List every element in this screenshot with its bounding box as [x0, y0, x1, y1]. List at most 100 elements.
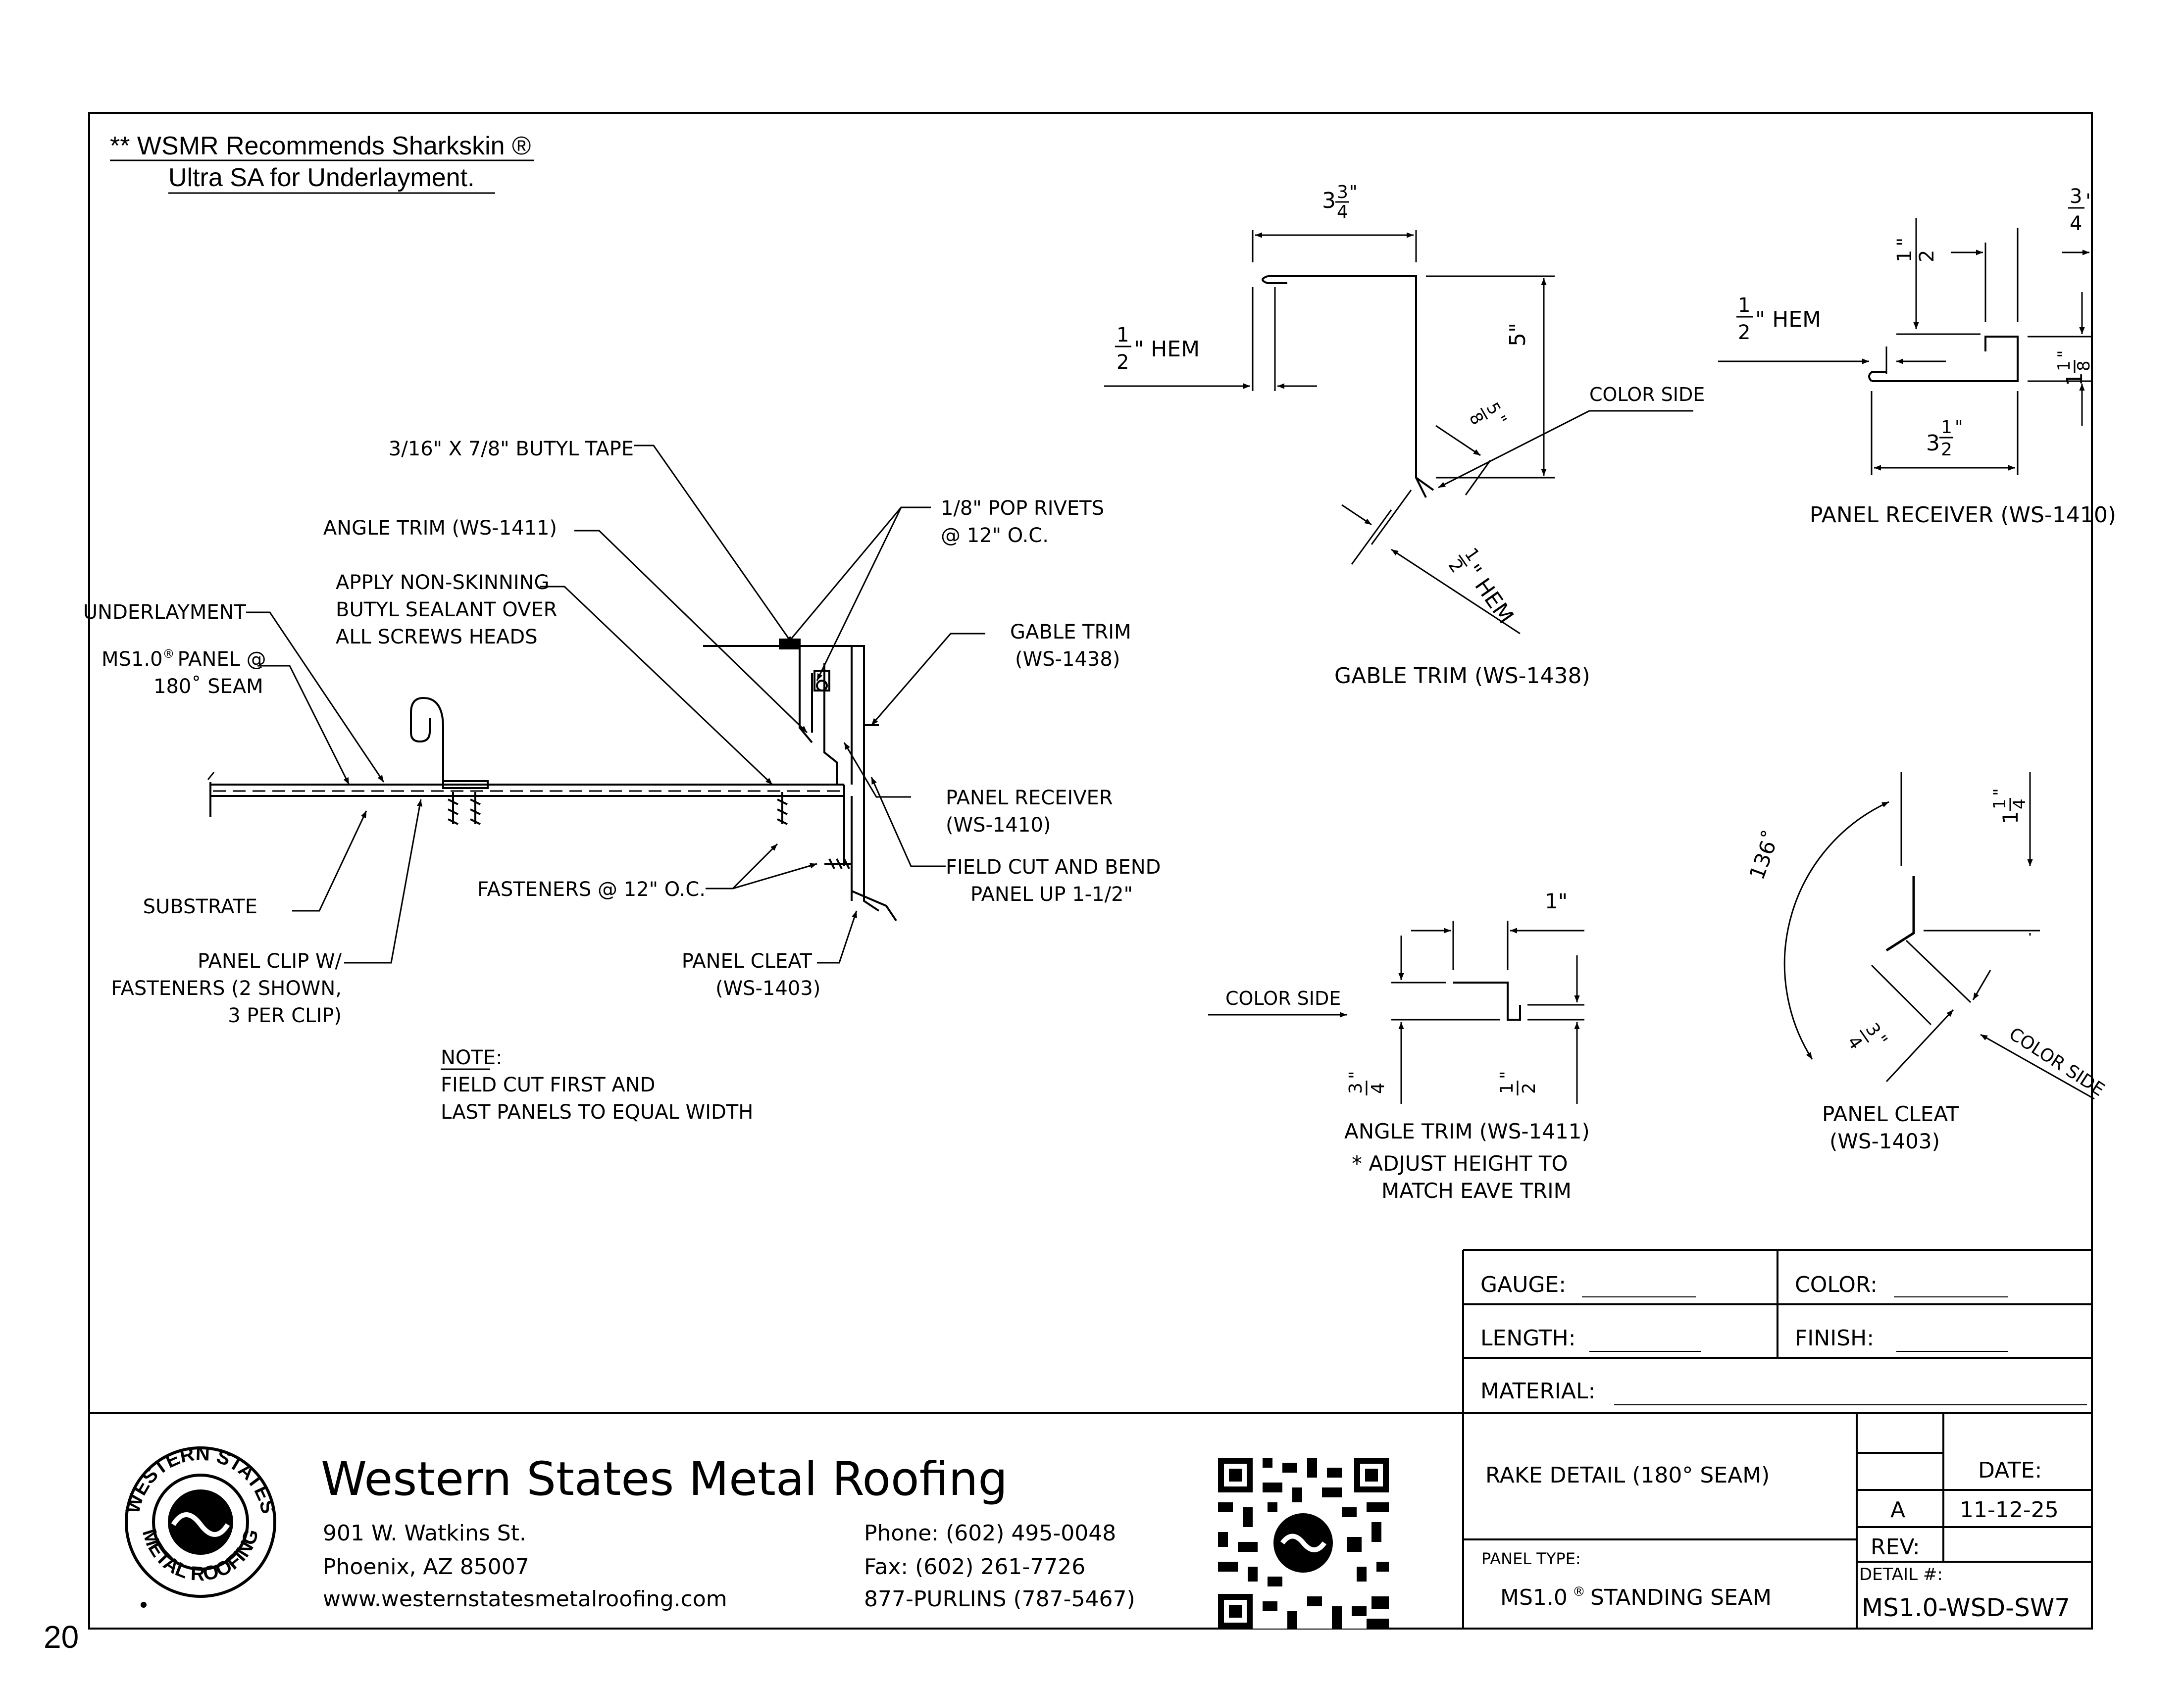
company-name: Western States Metal Roofing: [321, 1452, 1008, 1506]
length-label: LENGTH:: [1480, 1326, 1576, 1351]
cleat-leg-dim: 3 4 ": [1843, 1020, 1891, 1053]
panel-receiver-detail: 3 4 " 1 2 " 1 2 " HEM 1 1 8 " 3 1 2 " PA…: [1718, 185, 2116, 528]
panel-cleat-detail: 136˚ 1 1 4 " 3 4 " COLOR SIDE PANEL CLEA…: [1744, 772, 2108, 1153]
note-title: NOTE:: [441, 1046, 503, 1069]
label-sealant-3: ALL SCREWS HEADS: [336, 626, 538, 648]
receiver-width-den: 2: [1941, 440, 1952, 460]
company-fax: Fax: (602) 261-7726: [864, 1554, 1085, 1580]
detail-title: RAKE DETAIL (180° SEAM): [1485, 1463, 1770, 1488]
label-panel-clip-1: PANEL CLIP W/: [198, 950, 342, 973]
label-sealant-2: BUTYL SEALANT OVER: [336, 598, 557, 621]
recommendation-note: ** WSMR Recommends Sharkskin ® Ultra SA …: [110, 132, 534, 194]
date-value: 11-12-25: [1960, 1497, 2059, 1523]
angle-note-2: MATCH EAVE TRIM: [1381, 1179, 1572, 1203]
company-address-2: Phoenix, AZ 85007: [323, 1554, 529, 1580]
label-underlayment: UNDERLAYMENT: [83, 601, 247, 624]
panel-receiver-dims: [1718, 218, 2093, 475]
cleat-caption-1: PANEL CLEAT: [1822, 1102, 1959, 1126]
company-address-1: 901 W. Watkins St.: [323, 1521, 526, 1546]
gable-hem-num: 1: [1117, 324, 1129, 346]
company-purlins: 877-PURLINS (787-5467): [864, 1586, 1135, 1612]
gable-width-whole: 3: [1322, 188, 1336, 213]
panel-cleat-geometry: [1885, 876, 1915, 952]
main-note: NOTE: FIELD CUT FIRST AND LAST PANELS TO…: [441, 1046, 753, 1124]
angle-right-den: 2: [1519, 1083, 1539, 1094]
label-ms-panel-1: MS1.0®PANEL @: [102, 647, 266, 671]
angle-color-side: COLOR SIDE: [1225, 988, 1341, 1009]
panel-type-value: MS1.0®STANDING SEAM: [1500, 1584, 1772, 1610]
gable-color-side: COLOR SIDE: [1589, 384, 1705, 405]
receiver-half-dim: 1 2 ": [1893, 238, 1938, 264]
cleat-height-dim: 1 1 4 ": [1990, 788, 2030, 824]
angle-trim-dims: [1208, 921, 1584, 1104]
receiver-half-num: 1: [1893, 250, 1916, 262]
company-logo: WESTERN STATES METAL ROOFING: [122, 1443, 279, 1608]
label-field-cut-1: FIELD CUT AND BEND: [946, 856, 1161, 879]
color-label: COLOR:: [1795, 1272, 1878, 1297]
spec-block: GAUGE: COLOR: LENGTH: FINISH: MATERIAL:: [1462, 1249, 2092, 1629]
receiver-top-den: 4: [2070, 212, 2082, 235]
receiver-half-den: 2: [1916, 250, 1938, 262]
receiver-height-num: 1: [2054, 360, 2074, 371]
label-pop-rivets-2: @ 12" O.C.: [941, 524, 1049, 547]
cleat-height-in: ": [1990, 788, 2010, 796]
label-panel-receiver-1: PANEL RECEIVER: [946, 787, 1113, 809]
label-ms-panel-3: 180˚ SEAM: [153, 675, 263, 698]
label-panel-cleat-2: (WS-1403): [715, 977, 820, 1000]
date-label: DATE:: [1978, 1458, 2042, 1483]
panel-type-label: PANEL TYPE:: [1481, 1549, 1581, 1568]
label-panel-clip-3: 3 PER CLIP): [228, 1004, 342, 1027]
gable-hem2-dim: 1 2 " HEM: [1444, 544, 1519, 629]
main-rake-detail: 3/16" X 7/8" BUTYL TAPE ANGLE TRIM (WS-1…: [83, 438, 1161, 1124]
angle-caption: ANGLE TRIM (WS-1411): [1344, 1119, 1590, 1143]
company-website: www.westernstatesmetalroofing.com: [323, 1586, 727, 1612]
gable-width-in: ": [1349, 182, 1358, 202]
receiver-height-whole: 1: [2062, 372, 2087, 386]
note-line-2: LAST PANELS TO EQUAL WIDTH: [441, 1101, 753, 1124]
label-fasteners: FASTENERS @ 12" O.C.: [477, 878, 706, 901]
angle-right-dim: 1 2 ": [1497, 1071, 1539, 1095]
label-field-cut-2: PANEL UP 1-1/2": [970, 883, 1133, 906]
receiver-hem-label: " HEM: [1755, 307, 1821, 332]
recommendation-line-1: ** WSMR Recommends Sharkskin ®: [110, 132, 531, 160]
panel-receiver-geometry: [1868, 336, 2019, 382]
panel-cleat-dims: [1783, 772, 2095, 1100]
label-gable-trim-1: GABLE TRIM: [1010, 621, 1131, 644]
label-panel-cleat-1: PANEL CLEAT: [682, 950, 813, 973]
fastener-screws: [448, 680, 852, 869]
cleat-height-whole: 1: [1998, 811, 2023, 824]
rev-letter: A: [1890, 1497, 1905, 1523]
cleat-caption-2: (WS-1403): [1829, 1129, 1940, 1153]
gable-trim-geometry: [1262, 275, 1434, 498]
receiver-width-in: ": [1955, 417, 1963, 438]
receiver-height-dim: 1 1 8 ": [2054, 350, 2094, 386]
recommendation-line-2: Ultra SA for Underlayment.: [168, 163, 474, 192]
receiver-height-den: 8: [2074, 360, 2094, 371]
detail-number: MS1.0-WSD-SW7: [1862, 1593, 2070, 1622]
label-butyl-tape: 3/16" X 7/8" BUTYL TAPE: [389, 438, 634, 460]
gable-hem-den: 2: [1117, 351, 1129, 374]
company-block: WESTERN STATES METAL ROOFING Western Sta…: [122, 1443, 1389, 1629]
angle-left-dim: 3 4 ": [1346, 1071, 1388, 1095]
receiver-hem-den: 2: [1738, 321, 1750, 344]
receiver-half-in: ": [1893, 238, 1916, 247]
receiver-width-num: 1: [1941, 417, 1952, 438]
title-block: RAKE DETAIL (180° SEAM) PANEL TYPE: MS1.…: [1463, 1413, 2092, 1629]
label-angle-trim: ANGLE TRIM (WS-1411): [323, 517, 557, 540]
receiver-hem-num: 1: [1738, 294, 1750, 317]
angle-right-in: ": [1497, 1071, 1517, 1079]
qr-code: [1218, 1458, 1389, 1629]
label-panel-clip-2: FASTENERS (2 SHOWN,: [111, 977, 342, 1000]
material-label: MATERIAL:: [1480, 1379, 1595, 1404]
label-substrate: SUBSTRATE: [143, 895, 257, 918]
angle-top-dim: 1": [1545, 889, 1568, 913]
gauge-label: GAUGE:: [1480, 1272, 1566, 1297]
gable-angle-dim: 5 8 ": [1465, 399, 1511, 429]
finish-label: FINISH:: [1795, 1326, 1874, 1351]
angle-left-den: 4: [1368, 1083, 1388, 1094]
gable-angle-den: 8: [1465, 409, 1487, 429]
angle-note-1: * ADJUST HEIGHT TO: [1352, 1151, 1568, 1176]
receiver-top-in: ": [2085, 190, 2094, 213]
gable-width-num: 3: [1337, 182, 1348, 202]
